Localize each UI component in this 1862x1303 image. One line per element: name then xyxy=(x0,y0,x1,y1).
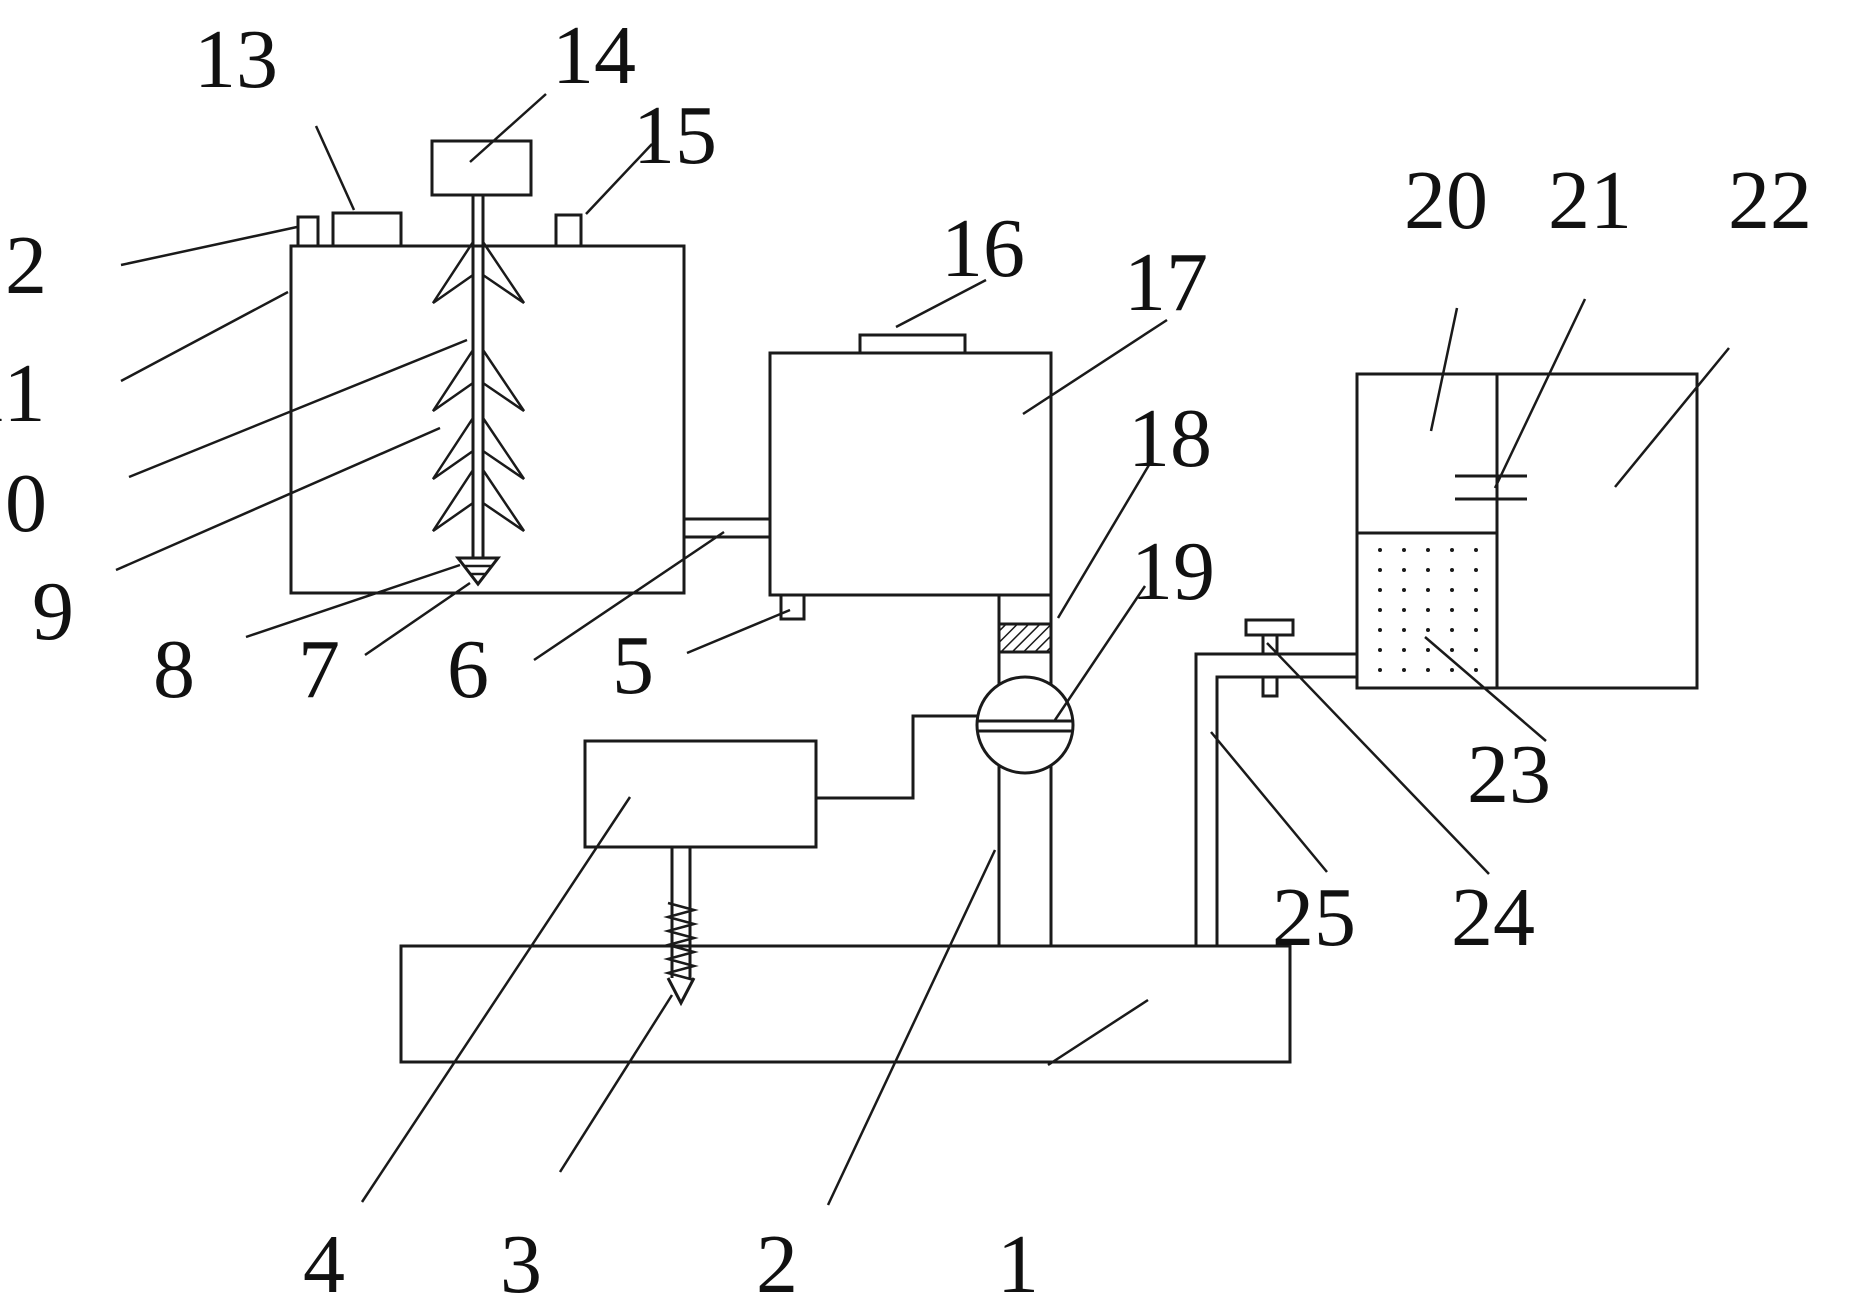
label-10: 10 xyxy=(0,457,47,550)
top-cap xyxy=(858,333,967,355)
feed-inlet xyxy=(331,211,403,248)
label-15: 15 xyxy=(633,89,717,182)
label-18: 18 xyxy=(1128,392,1212,485)
label-21: 21 xyxy=(1548,154,1632,247)
label-17: 17 xyxy=(1124,236,1208,329)
outlet-valve xyxy=(1244,618,1295,698)
pump xyxy=(975,675,1075,775)
capacitor-sensor xyxy=(1455,474,1527,501)
stirring-blades xyxy=(431,241,526,533)
label-24: 24 xyxy=(1451,871,1535,964)
label-14: 14 xyxy=(552,9,636,102)
label-2: 2 xyxy=(756,1218,798,1303)
label-5: 5 xyxy=(612,619,654,712)
label-23: 23 xyxy=(1467,728,1551,821)
stirring-motor xyxy=(430,139,533,197)
mixing-tank xyxy=(289,244,686,595)
stirring-shaft xyxy=(471,195,485,558)
filter-plug xyxy=(997,622,1053,654)
label-8: 8 xyxy=(153,623,195,716)
vent-valve xyxy=(296,215,320,248)
label-9: 9 xyxy=(32,565,74,658)
base-plate xyxy=(399,944,1292,1064)
bottom-cutter xyxy=(454,556,502,587)
label-6: 6 xyxy=(447,623,489,716)
control-wire xyxy=(816,714,977,800)
label-25: 25 xyxy=(1272,871,1356,964)
label-19: 19 xyxy=(1131,525,1215,618)
number-labels: 1 2 3 4 5 6 7 8 9 10 11 12 13 14 15 16 1… xyxy=(0,9,1812,1303)
leader-lines xyxy=(115,93,1730,1206)
drill-bit xyxy=(663,847,699,1007)
liquid-level xyxy=(1357,531,1497,686)
label-13: 13 xyxy=(194,13,278,106)
label-11: 11 xyxy=(0,347,45,440)
label-7: 7 xyxy=(298,623,340,716)
label-3: 3 xyxy=(500,1218,542,1303)
storage-tank xyxy=(768,351,1053,597)
label-16: 16 xyxy=(941,202,1025,295)
connecting-pipe xyxy=(684,517,770,539)
label-4: 4 xyxy=(303,1218,345,1303)
outlet-pipe xyxy=(1194,652,1357,946)
drain-valve xyxy=(779,593,806,621)
label-20: 20 xyxy=(1404,154,1488,247)
label-22: 22 xyxy=(1728,154,1812,247)
sensor-port xyxy=(554,213,583,248)
control-box xyxy=(583,739,818,849)
label-1: 1 xyxy=(997,1218,1039,1303)
label-12: 12 xyxy=(0,219,47,312)
